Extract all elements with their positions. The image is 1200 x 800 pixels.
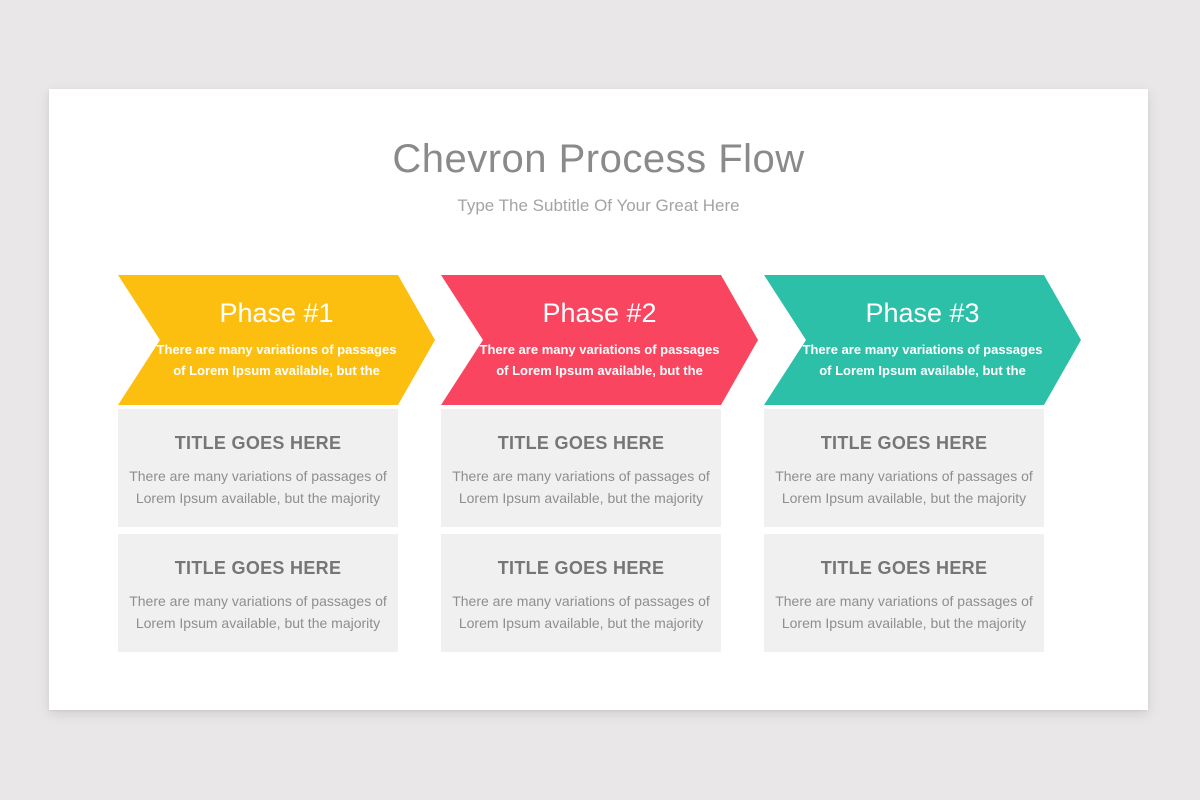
process-columns: Phase #1 There are many variations of pa… [118,275,1081,652]
process-column-3: Phase #3 There are many variations of pa… [764,275,1081,652]
phase-title: Phase #2 [542,298,657,328]
chevron-shape-3: Phase #3 There are many variations of pa… [764,275,1081,405]
phase-description-line: of Lorem Ipsum available, but the [496,363,703,378]
info-box-description-line: There are many variations of passages of [775,468,1033,484]
info-box-description-line: Lorem Ipsum available, but the majority [458,490,704,506]
info-box: TITLE GOES HERE There are many variation… [118,409,398,527]
info-box-description-line: There are many variations of passages of [452,593,710,609]
phase-description-line: of Lorem Ipsum available, but the [819,363,1026,378]
process-column-1: Phase #1 There are many variations of pa… [118,275,435,652]
phase-description-line: There are many variations of passages [802,342,1043,357]
info-box-description-line: There are many variations of passages of [775,593,1033,609]
chevron-shape-1: Phase #1 There are many variations of pa… [118,275,435,405]
phase-description-line: of Lorem Ipsum available, but the [173,363,380,378]
phase-description: There are many variations of passages of… [118,339,435,381]
info-box-description: There are many variations of passages of… [441,590,721,634]
info-box-title: TITLE GOES HERE [174,433,342,453]
info-box-description-line: Lorem Ipsum available, but the majority [781,490,1027,506]
info-box-description: There are many variations of passages of… [118,590,398,634]
info-box-description-line: Lorem Ipsum available, but the majority [135,615,381,631]
info-box: TITLE GOES HERE There are many variation… [764,409,1044,527]
info-box-description-line: Lorem Ipsum available, but the majority [135,490,381,506]
process-column-2: Phase #2 There are many variations of pa… [441,275,758,652]
info-box-title: TITLE GOES HERE [174,558,342,578]
phase-title: Phase #1 [219,298,334,328]
phase-description: There are many variations of passages of… [441,339,758,381]
phase-description: There are many variations of passages of… [764,339,1081,381]
page-subtitle: Type The Subtitle Of Your Great Here [457,196,740,215]
chevron-shape-2: Phase #2 There are many variations of pa… [441,275,758,405]
page-title: Chevron Process Flow [392,137,805,181]
info-box-title: TITLE GOES HERE [820,558,988,578]
info-box-title: TITLE GOES HERE [820,433,988,453]
info-box-description: There are many variations of passages of… [118,465,398,509]
info-box: TITLE GOES HERE There are many variation… [118,534,398,652]
info-box-description: There are many variations of passages of… [441,465,721,509]
info-box-description: There are many variations of passages of… [764,465,1044,509]
info-box-description: There are many variations of passages of… [764,590,1044,634]
info-box-description-line: There are many variations of passages of [452,468,710,484]
info-box-description-line: Lorem Ipsum available, but the majority [458,615,704,631]
slide-header: Chevron Process Flow Type The Subtitle O… [49,89,1148,216]
info-box-title: TITLE GOES HERE [497,558,665,578]
phase-title: Phase #3 [865,298,980,328]
phase-description-line: There are many variations of passages [479,342,720,357]
slide-card: Chevron Process Flow Type The Subtitle O… [49,89,1148,710]
info-box-description-line: There are many variations of passages of [129,593,387,609]
info-box: TITLE GOES HERE There are many variation… [764,534,1044,652]
phase-description-line: There are many variations of passages [156,342,397,357]
info-box-title: TITLE GOES HERE [497,433,665,453]
info-box: TITLE GOES HERE There are many variation… [441,534,721,652]
info-box: TITLE GOES HERE There are many variation… [441,409,721,527]
info-box-description-line: Lorem Ipsum available, but the majority [781,615,1027,631]
info-box-description-line: There are many variations of passages of [129,468,387,484]
